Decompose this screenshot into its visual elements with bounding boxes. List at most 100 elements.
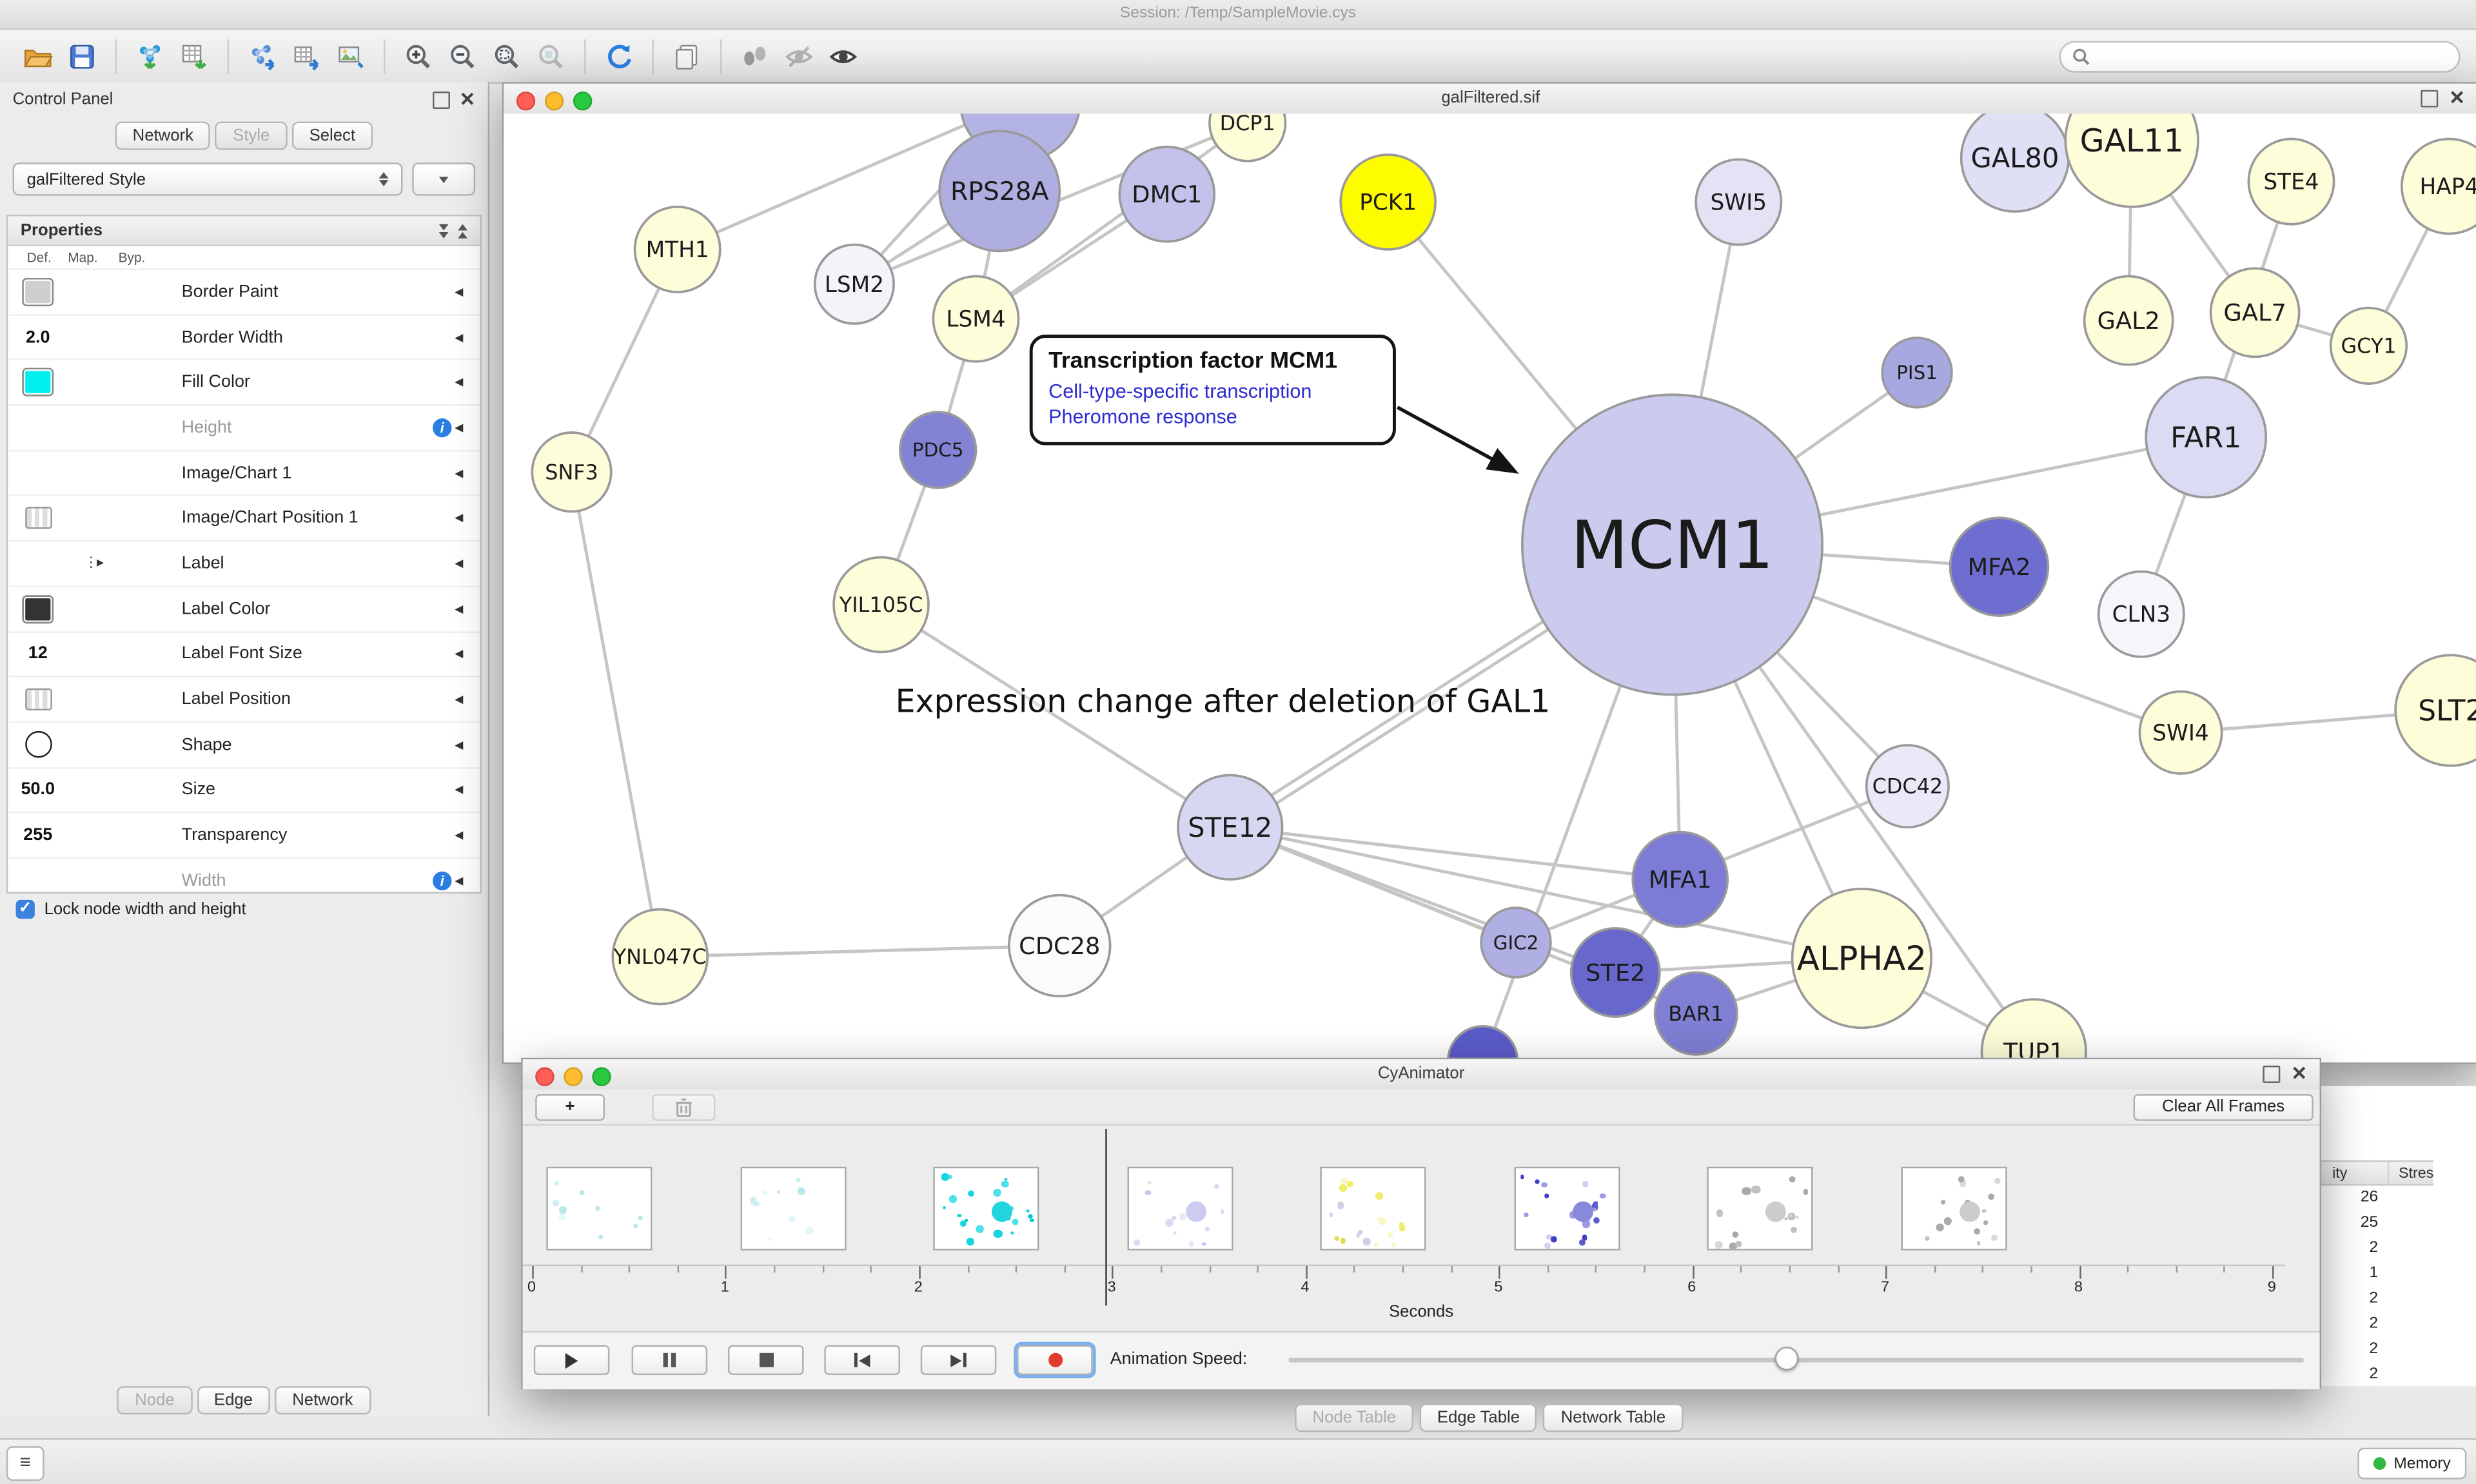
- import-table-icon[interactable]: [172, 35, 217, 77]
- mapping-icon[interactable]: ⋮▸: [84, 554, 104, 571]
- table-column-header[interactable]: ity: [2320, 1162, 2390, 1184]
- zoom-out-icon[interactable]: [440, 35, 485, 77]
- color-swatch[interactable]: [22, 277, 54, 306]
- speed-slider-thumb[interactable]: [1774, 1346, 1799, 1371]
- float-panel-icon[interactable]: [432, 90, 450, 108]
- expand-row-icon[interactable]: ◀: [455, 649, 464, 661]
- clear-all-frames-button[interactable]: Clear All Frames: [2133, 1093, 2314, 1120]
- tab-edge[interactable]: Edge: [196, 1386, 270, 1415]
- node-cln3[interactable]: CLN3: [2097, 570, 2185, 658]
- node-ynl047c[interactable]: YNL047C: [611, 908, 709, 1006]
- tab-node-table[interactable]: Node Table: [1295, 1403, 1414, 1432]
- float-window-icon[interactable]: [2263, 1066, 2281, 1083]
- open-session-icon[interactable]: [15, 35, 60, 77]
- checkbox-checked-icon[interactable]: ✓: [15, 899, 35, 919]
- zoom-window-icon[interactable]: [592, 1066, 611, 1086]
- node-snf3[interactable]: SNF3: [531, 431, 613, 513]
- next-frame-button[interactable]: [920, 1345, 997, 1376]
- play-button[interactable]: [533, 1345, 610, 1376]
- close-window-icon[interactable]: [535, 1066, 555, 1086]
- collapse-all-icon[interactable]: [438, 223, 449, 238]
- property-row-label[interactable]: ⋮▸Label◀: [8, 542, 480, 587]
- node-dmc1[interactable]: DMC1: [1118, 145, 1216, 243]
- save-session-icon[interactable]: [60, 35, 104, 77]
- node-alpha2[interactable]: ALPHA2: [1791, 887, 1932, 1030]
- expand-row-icon[interactable]: ◀: [455, 694, 464, 706]
- expand-row-icon[interactable]: ◀: [455, 604, 464, 616]
- expand-row-icon[interactable]: ◀: [455, 739, 464, 752]
- node-swi4[interactable]: SWI4: [2138, 690, 2223, 775]
- node-mth1[interactable]: MTH1: [633, 205, 722, 293]
- zoom-fit-icon[interactable]: [485, 35, 529, 77]
- node-mcm1[interactable]: MCM1: [1520, 393, 1823, 696]
- close-window-icon[interactable]: [516, 90, 536, 110]
- property-row-border-paint[interactable]: Border Paint◀: [8, 270, 480, 316]
- zoom-in-icon[interactable]: [397, 35, 441, 77]
- node-gal7[interactable]: GAL7: [2209, 267, 2301, 358]
- stop-button[interactable]: [727, 1345, 804, 1376]
- zoom-selected-icon[interactable]: [529, 35, 573, 77]
- node-ste2[interactable]: STE2: [1569, 927, 1661, 1018]
- node-gal11[interactable]: GAL11: [2064, 113, 2199, 208]
- timeline-playhead[interactable]: [1105, 1129, 1107, 1306]
- node-rps28a[interactable]: RPS28A: [938, 130, 1061, 253]
- node-botnode[interactable]: [1446, 1025, 1519, 1063]
- close-panel-icon[interactable]: ✕: [459, 87, 476, 110]
- expand-row-icon[interactable]: ◀: [455, 875, 464, 887]
- expand-row-icon[interactable]: ◀: [455, 785, 464, 797]
- info-icon[interactable]: i: [433, 871, 452, 890]
- expand-row-icon[interactable]: ◀: [455, 558, 464, 571]
- property-row-image-chart-position-1[interactable]: Image/Chart Position 1◀: [8, 496, 480, 542]
- node-yil105c[interactable]: YIL105C: [832, 556, 930, 654]
- show-all-icon[interactable]: [821, 35, 865, 77]
- expand-row-icon[interactable]: ◀: [455, 468, 464, 480]
- info-icon[interactable]: i: [433, 418, 452, 438]
- node-mfa1[interactable]: MFA1: [1631, 830, 1729, 928]
- add-frame-button[interactable]: +: [535, 1093, 605, 1120]
- export-network-icon[interactable]: [240, 35, 284, 77]
- tab-network[interactable]: Network: [275, 1386, 371, 1415]
- clone-network-icon[interactable]: [665, 35, 709, 77]
- lock-size-row[interactable]: ✓ Lock node width and height: [15, 899, 246, 919]
- property-row-image-chart-1[interactable]: Image/Chart 1◀: [8, 451, 480, 497]
- tab-edge-table[interactable]: Edge Table: [1419, 1403, 1538, 1432]
- node-ste12[interactable]: STE12: [1177, 774, 1284, 881]
- node-pdc5[interactable]: PDC5: [899, 411, 978, 489]
- tab-node[interactable]: Node: [117, 1386, 192, 1415]
- animator-frame-1[interactable]: [740, 1166, 846, 1251]
- prev-frame-button[interactable]: [824, 1345, 900, 1376]
- hide-selected-icon[interactable]: [777, 35, 821, 77]
- position-icon[interactable]: [24, 507, 52, 530]
- property-row-shape[interactable]: Shape◀: [8, 723, 480, 768]
- float-window-icon[interactable]: [2421, 90, 2439, 108]
- animator-frame-3[interactable]: [1126, 1166, 1233, 1251]
- expand-row-icon[interactable]: ◀: [455, 513, 464, 525]
- tab-select[interactable]: Select: [291, 121, 373, 150]
- animator-frame-5[interactable]: [1513, 1166, 1620, 1251]
- expand-row-icon[interactable]: ◀: [455, 423, 464, 434]
- ellipse-shape-icon[interactable]: [24, 731, 52, 759]
- expand-all-icon[interactable]: [458, 223, 467, 238]
- record-button[interactable]: [1014, 1342, 1096, 1378]
- color-swatch[interactable]: [22, 368, 54, 397]
- export-table-icon[interactable]: [284, 35, 329, 77]
- animator-frame-7[interactable]: [1900, 1166, 2007, 1251]
- minimize-window-icon[interactable]: [544, 90, 564, 110]
- node-lsm4[interactable]: LSM4: [932, 275, 1020, 363]
- search-input[interactable]: [2098, 46, 2448, 66]
- global-search[interactable]: [2059, 40, 2461, 72]
- node-slt2[interactable]: SLT2: [2394, 654, 2476, 767]
- node-tup1[interactable]: TUP1: [1980, 998, 2087, 1062]
- position-icon[interactable]: [24, 688, 52, 711]
- color-swatch[interactable]: [22, 594, 54, 623]
- annotation-link[interactable]: Cell-type-specific transcription: [1048, 380, 1312, 403]
- expand-row-icon[interactable]: ◀: [455, 830, 464, 842]
